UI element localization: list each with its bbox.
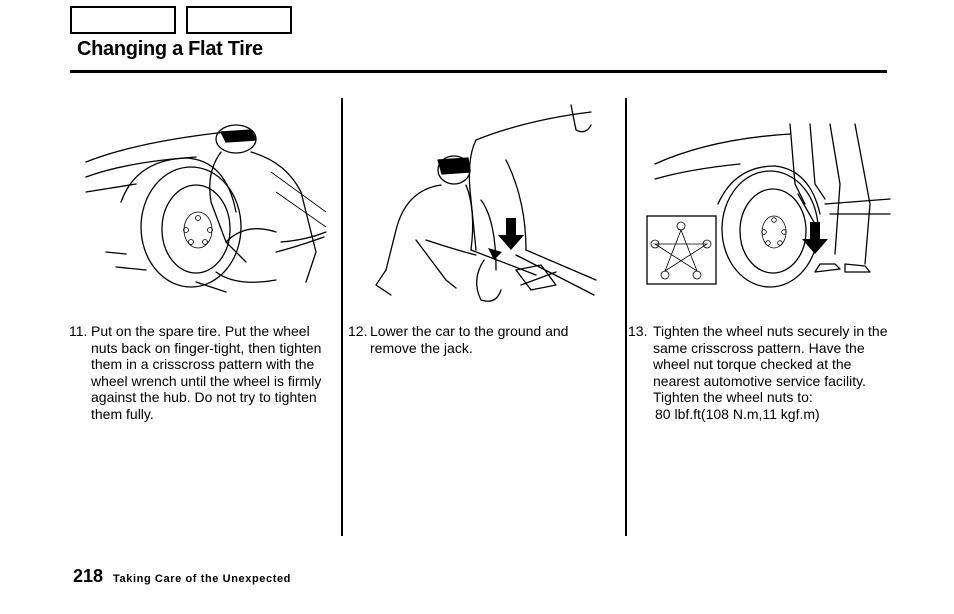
step-text: Put on the spare tire. Put the wheel nut… <box>91 323 322 422</box>
page-number: 218 <box>73 566 104 586</box>
torque-value: 80 lbf.ft(108 N.m,11 kgf.m) <box>655 405 820 422</box>
page-title: Changing a Flat Tire <box>77 38 263 60</box>
step-11: 11. Put on the spare tire. Put the wheel… <box>69 323 331 423</box>
section-name: Taking Care of the Unexpected <box>113 573 291 585</box>
step-13: 13. Tighten the wheel nuts securely in t… <box>628 323 896 423</box>
header-tab-box-left <box>70 6 176 34</box>
title-rule <box>70 70 887 73</box>
illustration-lower-car-jack <box>356 100 606 310</box>
crisscross-pattern-icon <box>650 221 712 280</box>
column-divider-1 <box>341 98 343 536</box>
column-divider-2 <box>625 98 627 536</box>
step-text: Tighten the wheel nuts securely in the s… <box>653 323 888 389</box>
header-tab-box-right <box>186 6 292 34</box>
step-number: 11. <box>69 323 88 339</box>
step-number: 13. <box>628 323 648 339</box>
page-footer: 218 Taking Care of the Unexpected <box>73 566 291 587</box>
step-text: Lower the car to the ground and remove t… <box>370 323 569 356</box>
torque-label: Tighten the wheel nuts to: <box>653 389 813 406</box>
step-12: 12. Lower the car to the ground and remo… <box>348 323 610 356</box>
illustration-tighten-nuts-crisscross <box>640 104 894 292</box>
illustration-mount-spare-tire <box>76 102 330 304</box>
step-number: 12. <box>348 323 368 339</box>
